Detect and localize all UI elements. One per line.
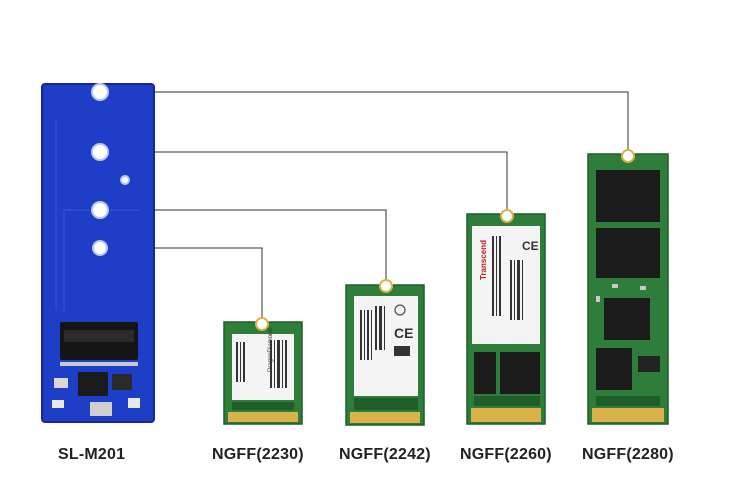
ssd-2280 (587, 149, 669, 425)
svg-text:CE: CE (394, 325, 413, 341)
mounting-holes (91, 83, 130, 256)
leader-line-2280 (100, 91, 629, 150)
adapter-board (41, 83, 155, 423)
caption-ngff-2242: NGFF(2242) (339, 446, 431, 463)
ssd-2260: Transcend CE (466, 209, 546, 425)
caption-sl-m201: SL-M201 (58, 446, 126, 463)
leader-line-2260 (100, 151, 508, 210)
ssd-2260-sticker-text: Transcend (479, 240, 488, 280)
leader-line-2242 (100, 209, 387, 282)
ssd-2230-sticker-text: DragonDiamond (268, 328, 274, 372)
svg-text:CE: CE (522, 239, 539, 253)
caption-ngff-2230: NGFF(2230) (212, 446, 304, 463)
caption-ngff-2280: NGFF(2280) (582, 446, 674, 463)
ssd-2230: DragonDiamond (223, 317, 303, 425)
ssd-2242: CE (345, 279, 425, 426)
leader-lines (100, 91, 629, 318)
caption-ngff-2260: NGFF(2260) (460, 446, 552, 463)
